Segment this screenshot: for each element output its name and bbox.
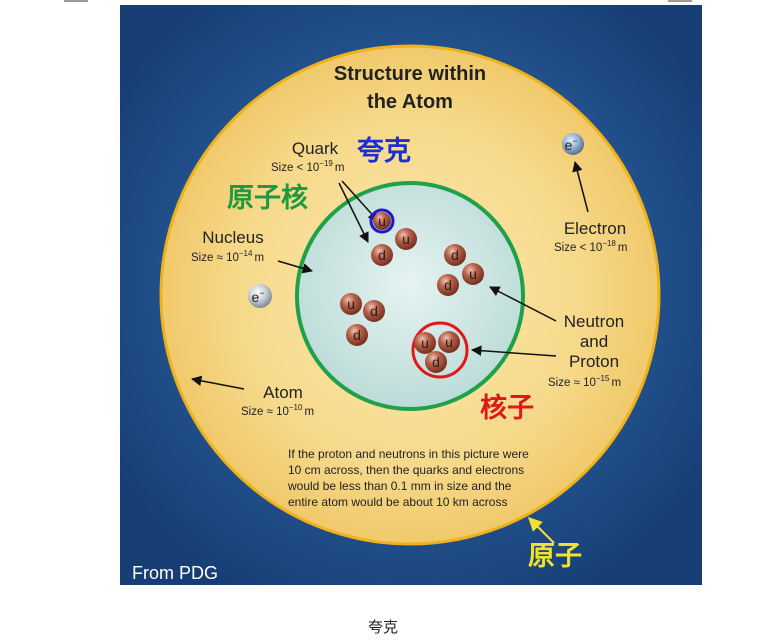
quark-label: Quark <box>292 139 339 158</box>
quark-u-icon <box>340 293 362 315</box>
electron-arrow <box>572 160 589 213</box>
atom-cjk-arrow <box>528 517 555 544</box>
quark-highlight-ring <box>369 208 395 234</box>
credit-text: From PDG <box>132 563 218 583</box>
nucleon-arrow-1 <box>489 286 557 322</box>
quark-d-icon <box>363 300 385 322</box>
quark-letter-d: d <box>432 354 440 370</box>
note-line-2: 10 cm across, then the quarks and electr… <box>288 463 524 477</box>
nucleon-label-line3: Proton <box>569 352 619 371</box>
quark-letter-d: d <box>444 277 452 293</box>
quark-d-icon <box>425 351 447 373</box>
atom-arrow <box>190 375 245 390</box>
nucleon-cjk-label: 核子 <box>480 392 534 424</box>
quark-d-icon <box>437 274 459 296</box>
electron-symbol: e− <box>564 136 577 153</box>
corner-mark-left <box>64 0 88 2</box>
figure-caption: 夸克 <box>367 618 398 636</box>
nucleus-cjk-label: 原子核 <box>227 182 308 214</box>
title-line2: the Atom <box>367 91 453 113</box>
quark-letter-d: d <box>370 303 378 319</box>
quark-d-icon <box>371 244 393 266</box>
quark-cjk-label: 夸克 <box>357 135 411 167</box>
quark-letter-u: u <box>378 213 386 229</box>
quark-u-icon <box>438 331 460 353</box>
corner-mark-right <box>668 0 692 2</box>
quark-letter-u: u <box>469 266 477 282</box>
nucleon-arrow-2 <box>470 345 557 357</box>
nucleus-circle <box>295 181 525 411</box>
note-line-4: entire atom would be about 10 km across <box>288 495 507 509</box>
title-line1: Structure within <box>334 63 486 85</box>
quark-u-icon <box>414 332 436 354</box>
note-line-1: If the proton and neutrons in this pictu… <box>288 447 529 461</box>
nucleus-arrow <box>277 260 314 274</box>
nucleon-label-line1: Neutron <box>564 312 624 331</box>
electron-label: Electron <box>564 219 626 238</box>
electron-icon <box>562 133 584 155</box>
quark-letter-d: d <box>451 247 459 263</box>
atom-label: Atom <box>263 383 303 402</box>
quark-letter-u: u <box>421 335 429 351</box>
note-line-3: would be less than 0.1 mm in size and th… <box>287 479 512 493</box>
quark-u-icon <box>373 212 391 230</box>
nucleon-label-line2: and <box>580 332 608 351</box>
atom-structure-figure: Structure within the Atom Quark Size < 1… <box>120 5 702 585</box>
quark-u-icon <box>462 263 484 285</box>
quark-d-icon <box>444 244 466 266</box>
quark-arrow-2 <box>338 182 369 243</box>
quark-letter-u: u <box>445 334 453 350</box>
nucleus-label: Nucleus <box>202 228 263 247</box>
electron-symbol: e− <box>251 288 264 305</box>
nucleon-highlight-ring <box>411 321 469 379</box>
quark-letter-u: u <box>347 296 355 312</box>
quark-u-icon <box>395 228 417 250</box>
atom-cjk-label: 原子 <box>528 541 582 572</box>
quark-letter-d: d <box>378 247 386 263</box>
quark-d-icon <box>346 324 368 346</box>
electron-icon <box>248 284 272 308</box>
quark-letter-u: u <box>402 231 410 247</box>
quark-letter-d: d <box>353 327 361 343</box>
